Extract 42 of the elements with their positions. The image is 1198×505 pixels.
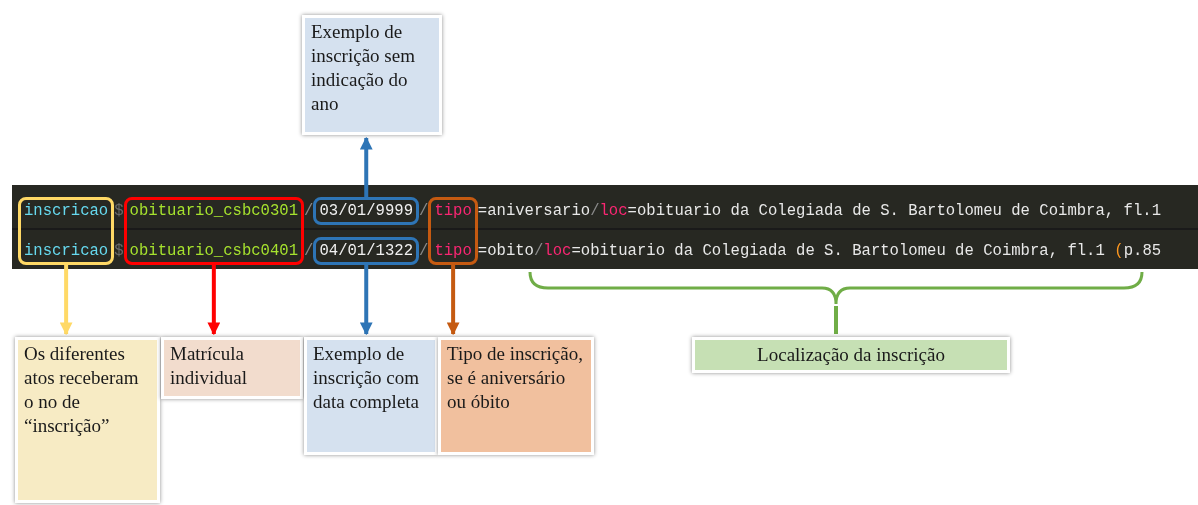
code-text: / [534,241,544,262]
callout-box: Tipo de inscrição, se é aniversário ou óbito [438,337,594,455]
callout-box: Os diferentes atos receberam o no de “inscrição” [15,337,160,503]
code-text: / [419,201,429,222]
code-text: $ [114,201,124,222]
code-text: 04/01/1322 [319,241,413,262]
highlight-frame [313,237,420,265]
code-text: 03/01/9999 [319,201,413,222]
arrow [59,265,73,336]
code-text: =obituario da Colegiada de S. Bartolomeu de Coimbra, fl.1 [627,201,1161,222]
highlight-frame [18,197,115,265]
code-text: ( [1114,241,1124,262]
code-text: =obituario da Colegiada de S. Bartolomeu de Coimbra, fl.1 [571,241,1105,262]
code-text: p.85 [1123,241,1162,262]
arrow [359,136,373,197]
curly-brace [528,270,1144,306]
code-text: $ [114,241,124,262]
arrow [446,265,460,336]
code-text: inscricao [24,241,109,262]
code-text: inscricao [24,201,109,222]
highlight-frame [313,197,420,225]
code-text: loc [599,201,628,222]
callout-box: Exemplo de inscrição com data completa [304,337,438,455]
arrow [359,265,373,336]
code-text: / [304,201,314,222]
highlight-frame [428,197,478,265]
arrow [207,265,221,336]
code-text: / [304,241,314,262]
callout-box: Exemplo de inscrição sem indicação do ano [302,15,442,135]
code-text: tipo [434,241,472,262]
code-text: =obito [477,241,534,262]
code-text: / [419,241,429,262]
code-text: loc [543,241,572,262]
callout-box: Localização da inscrição [692,337,1010,373]
code-text: =aniversario [477,201,591,222]
code-text: obituario_csbc0301 [129,201,299,222]
connector-line [834,306,838,334]
code-text: / [590,201,600,222]
callout-box: Matrícula individual [161,337,303,399]
code-text: tipo [434,201,472,222]
highlight-frame [123,197,305,265]
code-text: obituario_csbc0401 [129,241,299,262]
